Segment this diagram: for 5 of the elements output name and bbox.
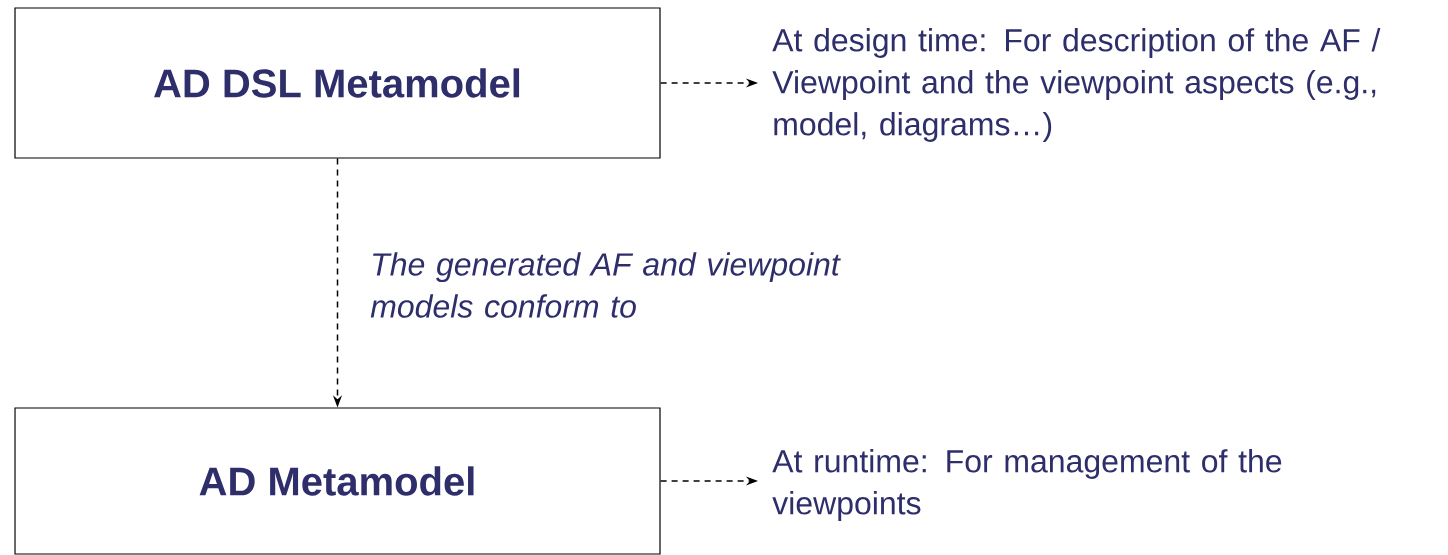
note-text: At design time: For description of the AF / Viewpoint and the viewpoint aspects (e.g., model, diagrams…) <box>772 28 1381 142</box>
process-box: AD DSL Metamodel <box>14 7 661 159</box>
edge-label: The generated AF and viewpoint models conform to <box>370 252 841 318</box>
note-text: At runtime: For management of the viewpoints <box>772 449 1282 521</box>
process-box: AD Metamodel <box>14 407 661 555</box>
